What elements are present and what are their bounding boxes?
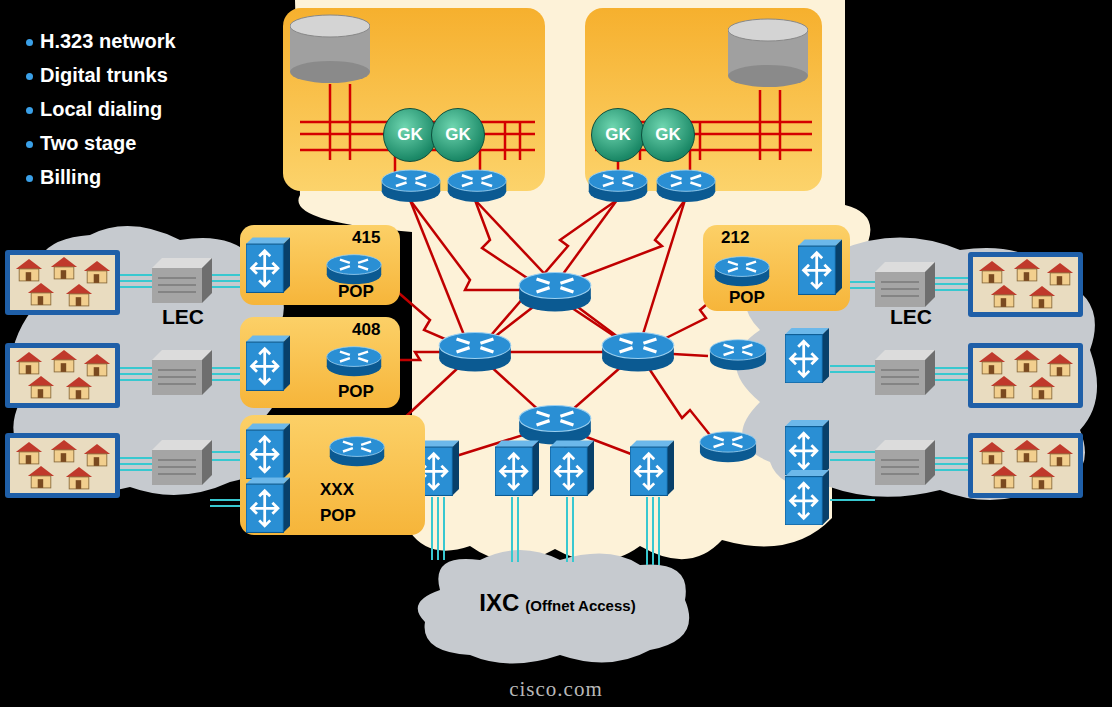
network-cloud: LEC bbox=[878, 305, 944, 335]
node-title: LEC bbox=[890, 305, 932, 328]
pop-box: 408POP bbox=[240, 317, 400, 408]
node-title: IXC bbox=[479, 590, 519, 616]
bullet-item: Local dialing bbox=[40, 98, 162, 121]
data-center bbox=[585, 8, 822, 191]
bullet-item: H.323 network bbox=[40, 30, 176, 53]
network-cloud: IXC (Offnet Access) bbox=[425, 590, 690, 626]
pop-box: 415POP bbox=[240, 225, 400, 305]
node-subtitle: POP bbox=[729, 289, 765, 308]
bullet-item: Two stage bbox=[40, 132, 136, 155]
node-subtitle: POP bbox=[338, 283, 374, 302]
bullet-dot bbox=[26, 39, 33, 46]
bullet-dot bbox=[26, 175, 33, 182]
network-cloud: LEC bbox=[150, 305, 216, 335]
node-title: XXX bbox=[320, 481, 354, 500]
ixc-cloud bbox=[418, 550, 689, 664]
access-trunk bbox=[120, 275, 968, 565]
node-subtitle: (Offnet Access) bbox=[525, 598, 635, 615]
bullet-dot bbox=[26, 107, 33, 114]
node-subtitle: POP bbox=[338, 383, 374, 402]
node-title: GK bbox=[655, 126, 681, 145]
pop-box: 212POP bbox=[703, 225, 850, 311]
gatekeeper-circle: GK bbox=[431, 108, 485, 162]
gatekeeper-circle: GK bbox=[591, 108, 645, 162]
node-title: 415 bbox=[352, 229, 380, 248]
pop-box: XXX POP bbox=[240, 415, 425, 535]
node-subtitle: POP bbox=[320, 507, 356, 526]
bullet-item: Digital trunks bbox=[40, 64, 168, 87]
node-title: 212 bbox=[721, 229, 749, 248]
bullet-dot bbox=[26, 141, 33, 148]
node-title: GK bbox=[445, 126, 471, 145]
gatekeeper-circle: GK bbox=[383, 108, 437, 162]
node-title: GK bbox=[397, 126, 423, 145]
data-center bbox=[283, 8, 545, 191]
gatekeeper-circle: GK bbox=[641, 108, 695, 162]
bullet-dot bbox=[26, 73, 33, 80]
wan-link bbox=[370, 200, 745, 465]
node-title: GK bbox=[605, 126, 631, 145]
lan-bus bbox=[300, 84, 812, 180]
icons bbox=[5, 170, 1083, 525]
watermark: cisco.com bbox=[509, 677, 603, 702]
node-title: LEC bbox=[162, 305, 204, 328]
bullet-item: Billing bbox=[40, 166, 101, 189]
node-title: 408 bbox=[352, 321, 380, 340]
